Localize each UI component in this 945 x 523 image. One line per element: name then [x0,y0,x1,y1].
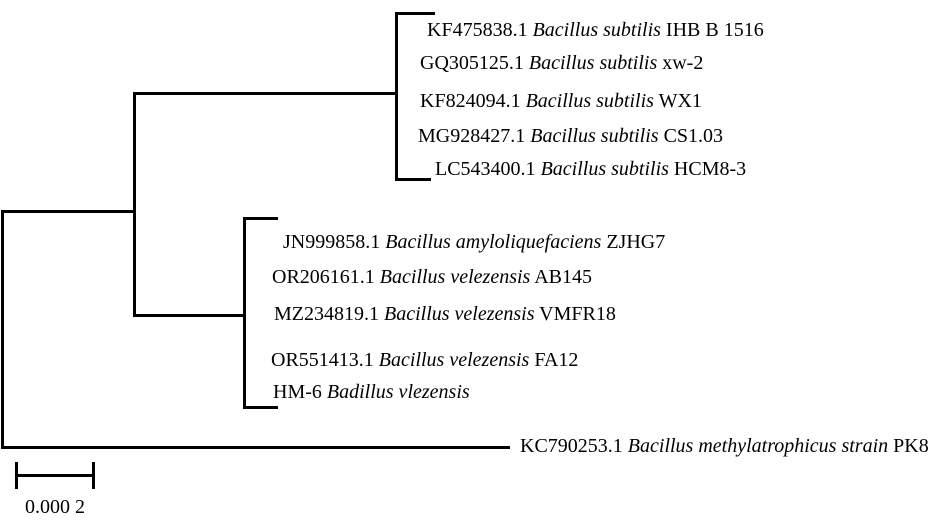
accession-number: GQ305125.1 [420,52,524,74]
species-name: Badillus vlezensis [326,381,470,403]
strain-name: HCM8-3 [673,158,747,180]
species-name: Bacillus velezensis [379,266,531,288]
taxon-label-lc543400: LC543400.1 Bacillus subtilis HCM8-3 [435,157,746,181]
branch-to-velezensis-clade [133,314,246,317]
taxon-label-hm6: HM-6 Badillus vlezensis [273,380,470,404]
strain-name: xw-2 [662,52,704,74]
taxon-label-kc790253: KC790253.1 Bacillus methylatrophicus str… [520,434,929,458]
species-name: Bacillus subtilis [525,90,654,112]
strain-name: VMFR18 [539,303,616,325]
species-name: Bacillus subtilis [532,19,661,41]
species-name: Bacillus methylatrophicus strain [627,435,889,457]
species-name: Bacillus subtilis [528,52,658,74]
accession-number: OR206161.1 [272,266,375,288]
species-name: Bacillus subtilis [540,158,669,180]
root-upper-branch [1,210,136,213]
inner-node-vertical-connector [133,92,136,317]
taxon-label-gq305125: GQ305125.1 Bacillus subtilis xw-2 [420,51,703,75]
strain-name: WX1 [658,90,702,112]
strain-name: IHB B 1516 [665,19,764,41]
species-name: Bacillus velezensis [384,303,535,325]
strain-name: CS1.03 [663,125,724,147]
strain-name: PK8 [893,435,929,457]
velezensis-clade-vertical-connector [243,217,246,409]
strain-name: ZJHG7 [606,231,666,253]
subtilis-clade-top-branch [395,12,435,15]
branch-to-subtilis-clade [133,92,398,95]
root-lower-branch-methylatrophicus [1,446,510,449]
accession-number: OR551413.1 [271,349,374,371]
velezensis-clade-top-branch [243,217,278,220]
accession-number: KF475838.1 [427,19,528,41]
subtilis-clade-vertical-connector [395,12,398,181]
subtilis-clade-bottom-branch [395,178,431,181]
taxon-label-or551413: OR551413.1 Bacillus velezensis FA12 [271,348,578,372]
accession-number: KF824094.1 [420,90,521,112]
velezensis-clade-bottom-branch [243,406,278,409]
scale-bar-line [15,474,95,477]
strain-name: FA12 [534,349,579,371]
taxon-label-kf824094: KF824094.1 Bacillus subtilis WX1 [420,89,702,113]
taxon-label-mz234819: MZ234819.1 Bacillus velezensis VMFR18 [274,302,616,326]
accession-number: JN999858.1 [283,231,381,253]
accession-number: MZ234819.1 [274,303,379,325]
taxon-label-kf475838: KF475838.1 Bacillus subtilis IHB B 1516 [427,18,764,42]
accession-number: KC790253.1 [520,435,623,457]
strain-name: AB145 [534,266,593,288]
species-name: Bacillus velezensis [378,349,530,371]
root-vertical-connector [1,210,4,449]
taxon-label-or206161: OR206161.1 Bacillus velezensis AB145 [272,265,592,289]
accession-number: HM-6 [273,381,322,403]
species-name: Bacillus amyloliquefaciens [385,231,602,253]
taxon-label-mg928427: MG928427.1 Bacillus subtilis CS1.03 [418,124,723,148]
scale-bar-label: 0.000 2 [25,496,85,518]
accession-number: MG928427.1 [418,125,526,147]
species-name: Bacillus subtilis [530,125,659,147]
taxon-label-jn999858: JN999858.1 Bacillus amyloliquefaciens ZJ… [283,230,665,254]
accession-number: LC543400.1 [435,158,536,180]
